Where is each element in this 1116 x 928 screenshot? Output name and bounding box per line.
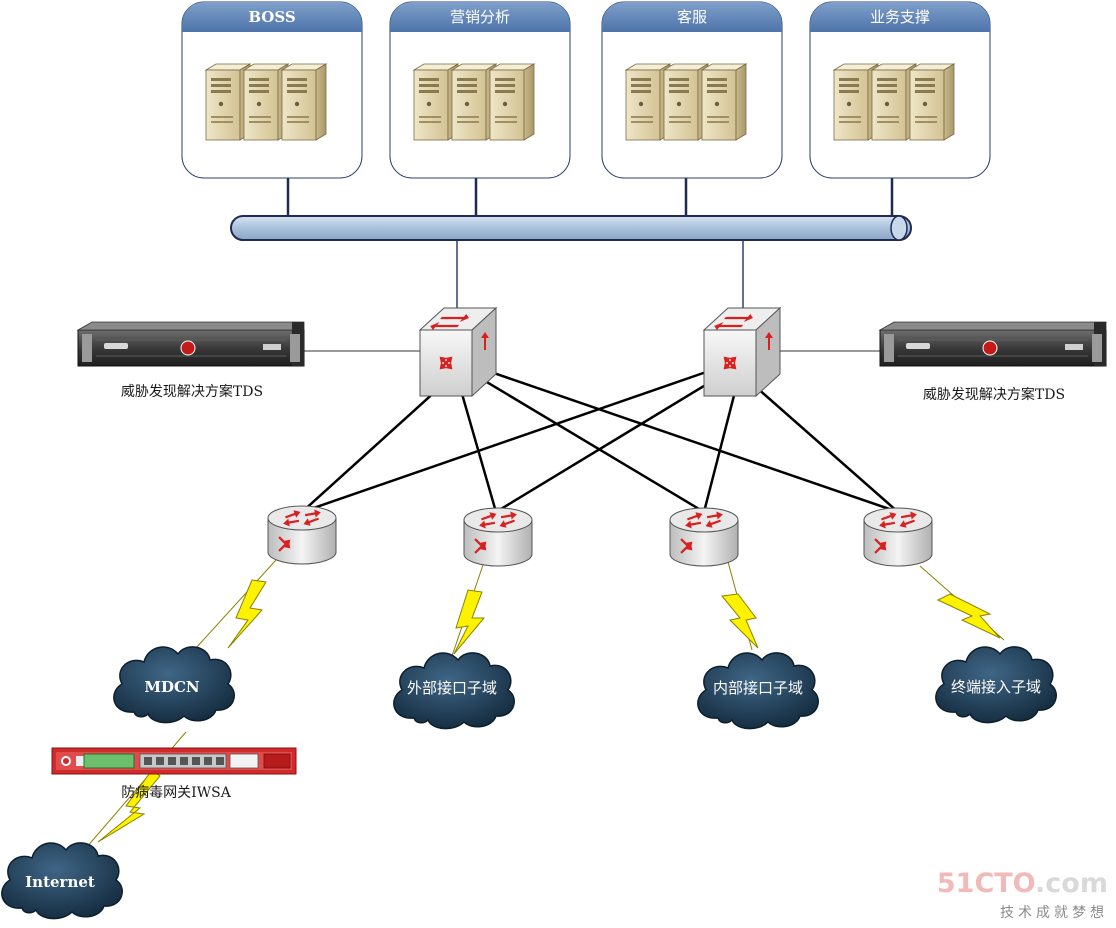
service-group-customer-service: 客服 (601, 1, 783, 179)
cloud-internal: 内部接口子域 (697, 652, 819, 730)
service-group-boss: BOSS (181, 1, 363, 179)
server-cluster-icon (206, 64, 326, 140)
tds-label: 威胁发现解决方案TDS (923, 386, 1065, 403)
bus-uplinks (456, 240, 744, 312)
service-group-title: 客服 (677, 8, 707, 26)
mesh-link (702, 379, 740, 513)
service-links (286, 178, 894, 216)
access-router (268, 506, 336, 564)
access-router (864, 508, 932, 566)
service-group-title: 营销分析 (450, 8, 510, 26)
gateway-appliance-icon (51, 747, 297, 775)
watermark-logo-suffix: .com (1035, 868, 1108, 899)
tds-appliance-left: 威胁发现解决方案TDS (77, 321, 305, 400)
rack-appliance-icon (879, 321, 1107, 367)
mesh-link (301, 379, 449, 513)
watermark-logo: 51CTO.com (937, 868, 1108, 899)
cloud-external: 外部接口子域 (393, 652, 515, 730)
server-cluster-icon (834, 64, 954, 140)
cloud-mdcn: MDCN (113, 646, 235, 724)
cloud-label: 终端接入子域 (951, 678, 1041, 696)
service-group-title: 业务支撑 (870, 8, 930, 26)
gateway-label: 防病毒网关IWSA (121, 785, 232, 801)
tds-label: 威胁发现解决方案TDS (121, 383, 263, 400)
rack-appliance-icon (77, 321, 305, 367)
backbone-bus (230, 215, 912, 241)
cloud-label: 外部接口子域 (407, 679, 497, 697)
lightning-icon (97, 769, 161, 843)
core-switch-left (420, 308, 496, 396)
iwsa-gateway: 防病毒网关IWSA (51, 747, 297, 801)
server-cluster-icon (626, 64, 746, 140)
cloud-label: 内部接口子域 (713, 679, 803, 697)
lightning-icon (227, 579, 267, 649)
watermark-logo-prefix: 51CTO (937, 868, 1035, 899)
server-cluster-icon (414, 64, 534, 140)
lightning-icon (721, 593, 759, 649)
watermark-slogan: 技术成就梦想 (1000, 905, 1108, 921)
service-group-business-support: 业务支撑 (809, 1, 991, 179)
mesh-links (301, 368, 899, 514)
mesh-link (456, 379, 498, 513)
access-router (670, 508, 738, 566)
cloud-terminal: 终端接入子域 (935, 646, 1057, 724)
core-switch-right (704, 308, 780, 396)
wan-links (85, 559, 1005, 849)
mesh-link (484, 368, 899, 514)
cloud-internet: Internet (1, 842, 123, 920)
mesh-link (301, 368, 713, 514)
tds-appliance-right: 威胁发现解决方案TDS (879, 321, 1107, 403)
access-router (464, 508, 532, 566)
service-group-marketing: 营销分析 (389, 1, 571, 179)
cloud-label: MDCN (144, 678, 200, 696)
cloud-label: Internet (25, 873, 95, 891)
lightning-icon (453, 589, 486, 655)
mesh-link (747, 379, 899, 513)
lightning-icon (936, 593, 1001, 639)
mesh-link (495, 373, 723, 514)
watermark: 51CTO.com 技术成就梦想 (937, 868, 1108, 921)
service-group-title: BOSS (248, 8, 295, 26)
mesh-link (474, 373, 705, 514)
